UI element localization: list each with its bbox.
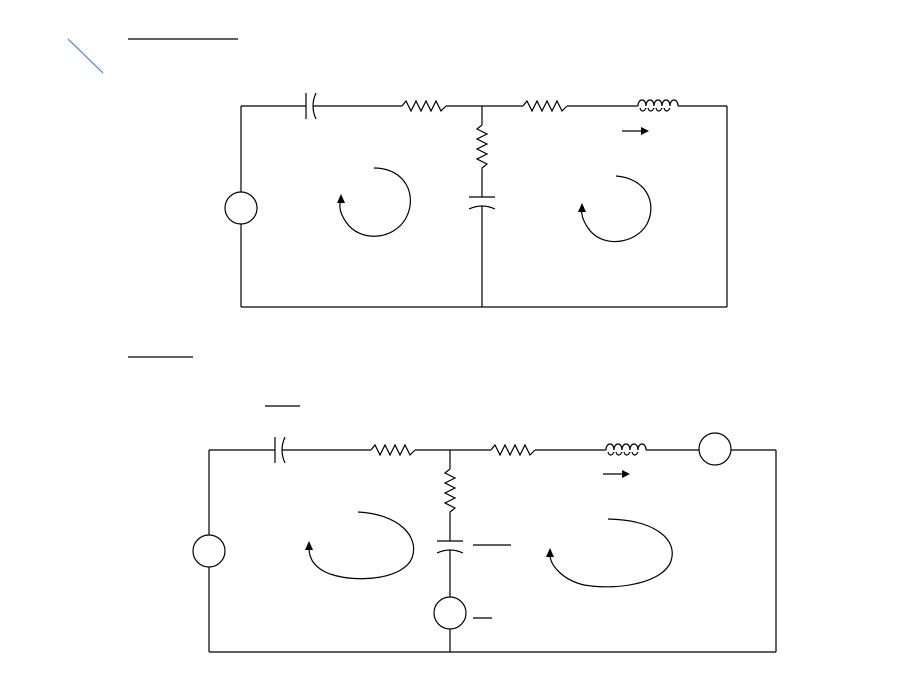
mesh-arrow-icon <box>305 541 313 550</box>
inductor <box>605 443 647 451</box>
inductor-coil-detail <box>607 451 639 456</box>
current-arrow-icon <box>641 127 649 135</box>
mesh-current-loop <box>308 511 415 580</box>
resistor <box>370 443 416 457</box>
inductor-coil-detail <box>639 107 671 112</box>
mesh-current-loop <box>339 167 411 237</box>
resistor <box>522 99 568 113</box>
resistor <box>443 468 457 513</box>
voltage-source <box>224 191 258 225</box>
resistor <box>475 124 489 169</box>
circuit-diagram-1 <box>224 92 728 308</box>
mesh-current-loop <box>581 175 652 243</box>
inductor <box>637 99 679 107</box>
resistor <box>490 443 536 457</box>
resistor <box>401 99 447 113</box>
circuit-diagram-2 <box>192 432 777 653</box>
mesh-current-loop <box>549 518 673 588</box>
mesh-arrow-icon <box>578 203 586 212</box>
voltage-source <box>192 534 226 568</box>
decorative-slash <box>67 38 104 74</box>
mesh-arrow-icon <box>546 548 554 557</box>
voltage-source <box>698 432 732 466</box>
voltage-source <box>433 596 467 630</box>
mesh-arrow-icon <box>337 194 345 203</box>
current-arrow-icon <box>622 470 630 478</box>
